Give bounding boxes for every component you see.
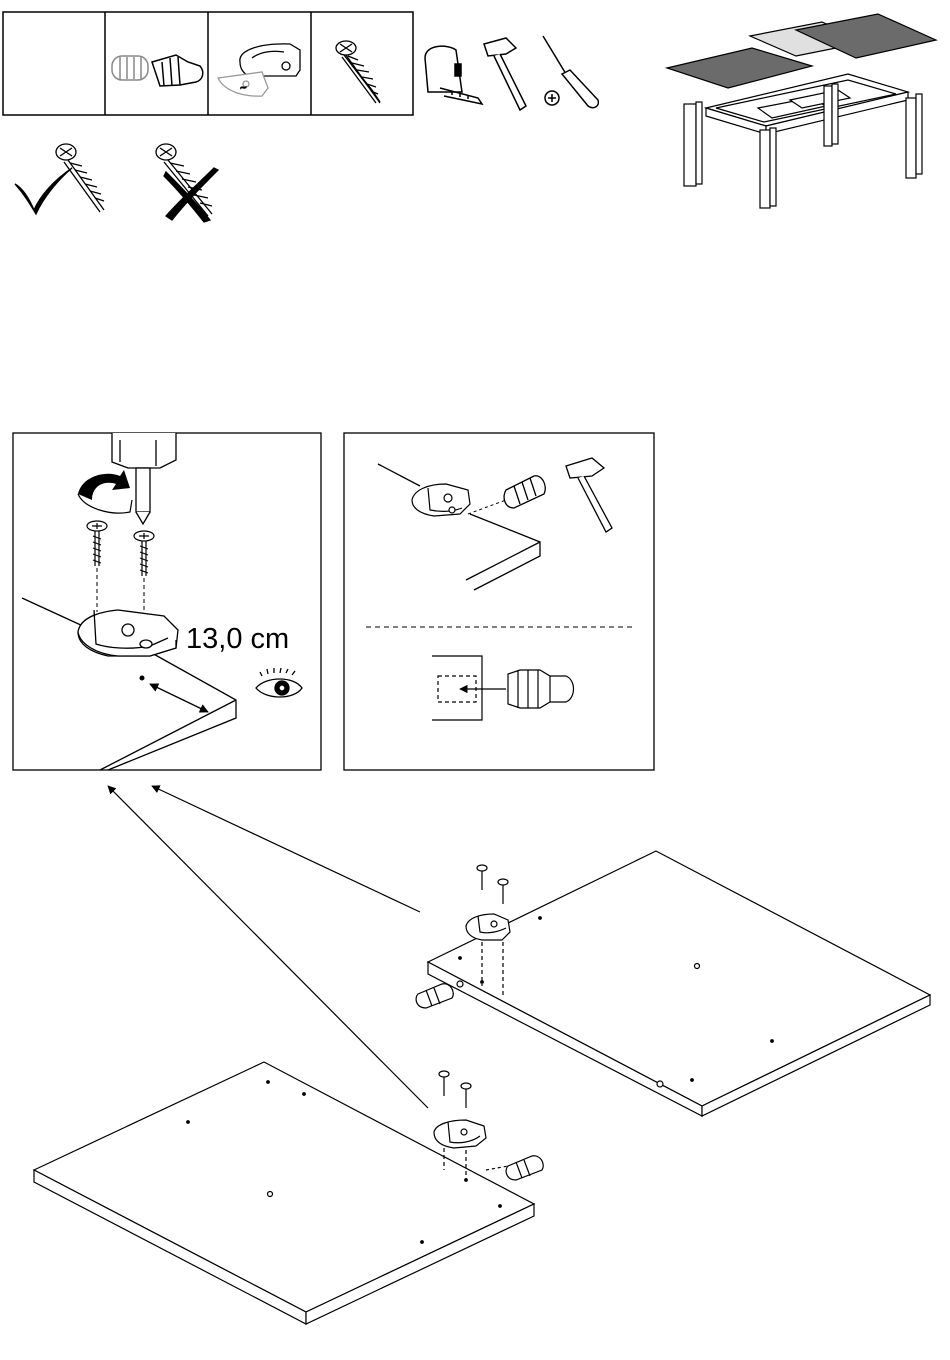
phillips-screwdriver-icon — [543, 36, 598, 108]
detail-box-cam-install: 13,0 cm — [13, 433, 321, 770]
cam-lock-fitting-icon — [466, 914, 510, 940]
pointer-arrows — [108, 786, 428, 1108]
parts-table: ~ — [3, 12, 413, 115]
cam-lock-fitting-icon — [78, 610, 178, 656]
cam-lock-fitting-icon — [434, 1120, 486, 1148]
tools-group — [425, 36, 598, 110]
hammer-icon — [484, 38, 526, 110]
cross-mark-icon — [164, 168, 218, 222]
measurement-label: 13,0 cm — [186, 623, 289, 655]
check-mark-icon — [15, 168, 72, 214]
panel-assembly-lower — [34, 1062, 543, 1324]
wooden-dowel-icon — [506, 1156, 543, 1180]
svg-text:~: ~ — [240, 83, 247, 92]
wooden-dowel-icon — [416, 984, 453, 1008]
exploded-table-diagram — [667, 14, 936, 208]
panel-assembly-upper — [416, 851, 930, 1116]
wood-screw-icon — [336, 41, 380, 103]
screw-check-row — [15, 144, 218, 222]
detail-box-dowel-install — [344, 433, 654, 770]
table-frame — [684, 74, 922, 208]
tape-measure-icon — [425, 46, 482, 104]
cam-lock-fitting-icon: ~ — [218, 44, 300, 96]
screw-icon — [477, 865, 508, 904]
correct-screw-icon — [56, 144, 104, 212]
wooden-dowel-icon — [112, 55, 203, 86]
cam-lock-fitting-icon — [412, 484, 470, 516]
screw-icon — [439, 1071, 471, 1108]
